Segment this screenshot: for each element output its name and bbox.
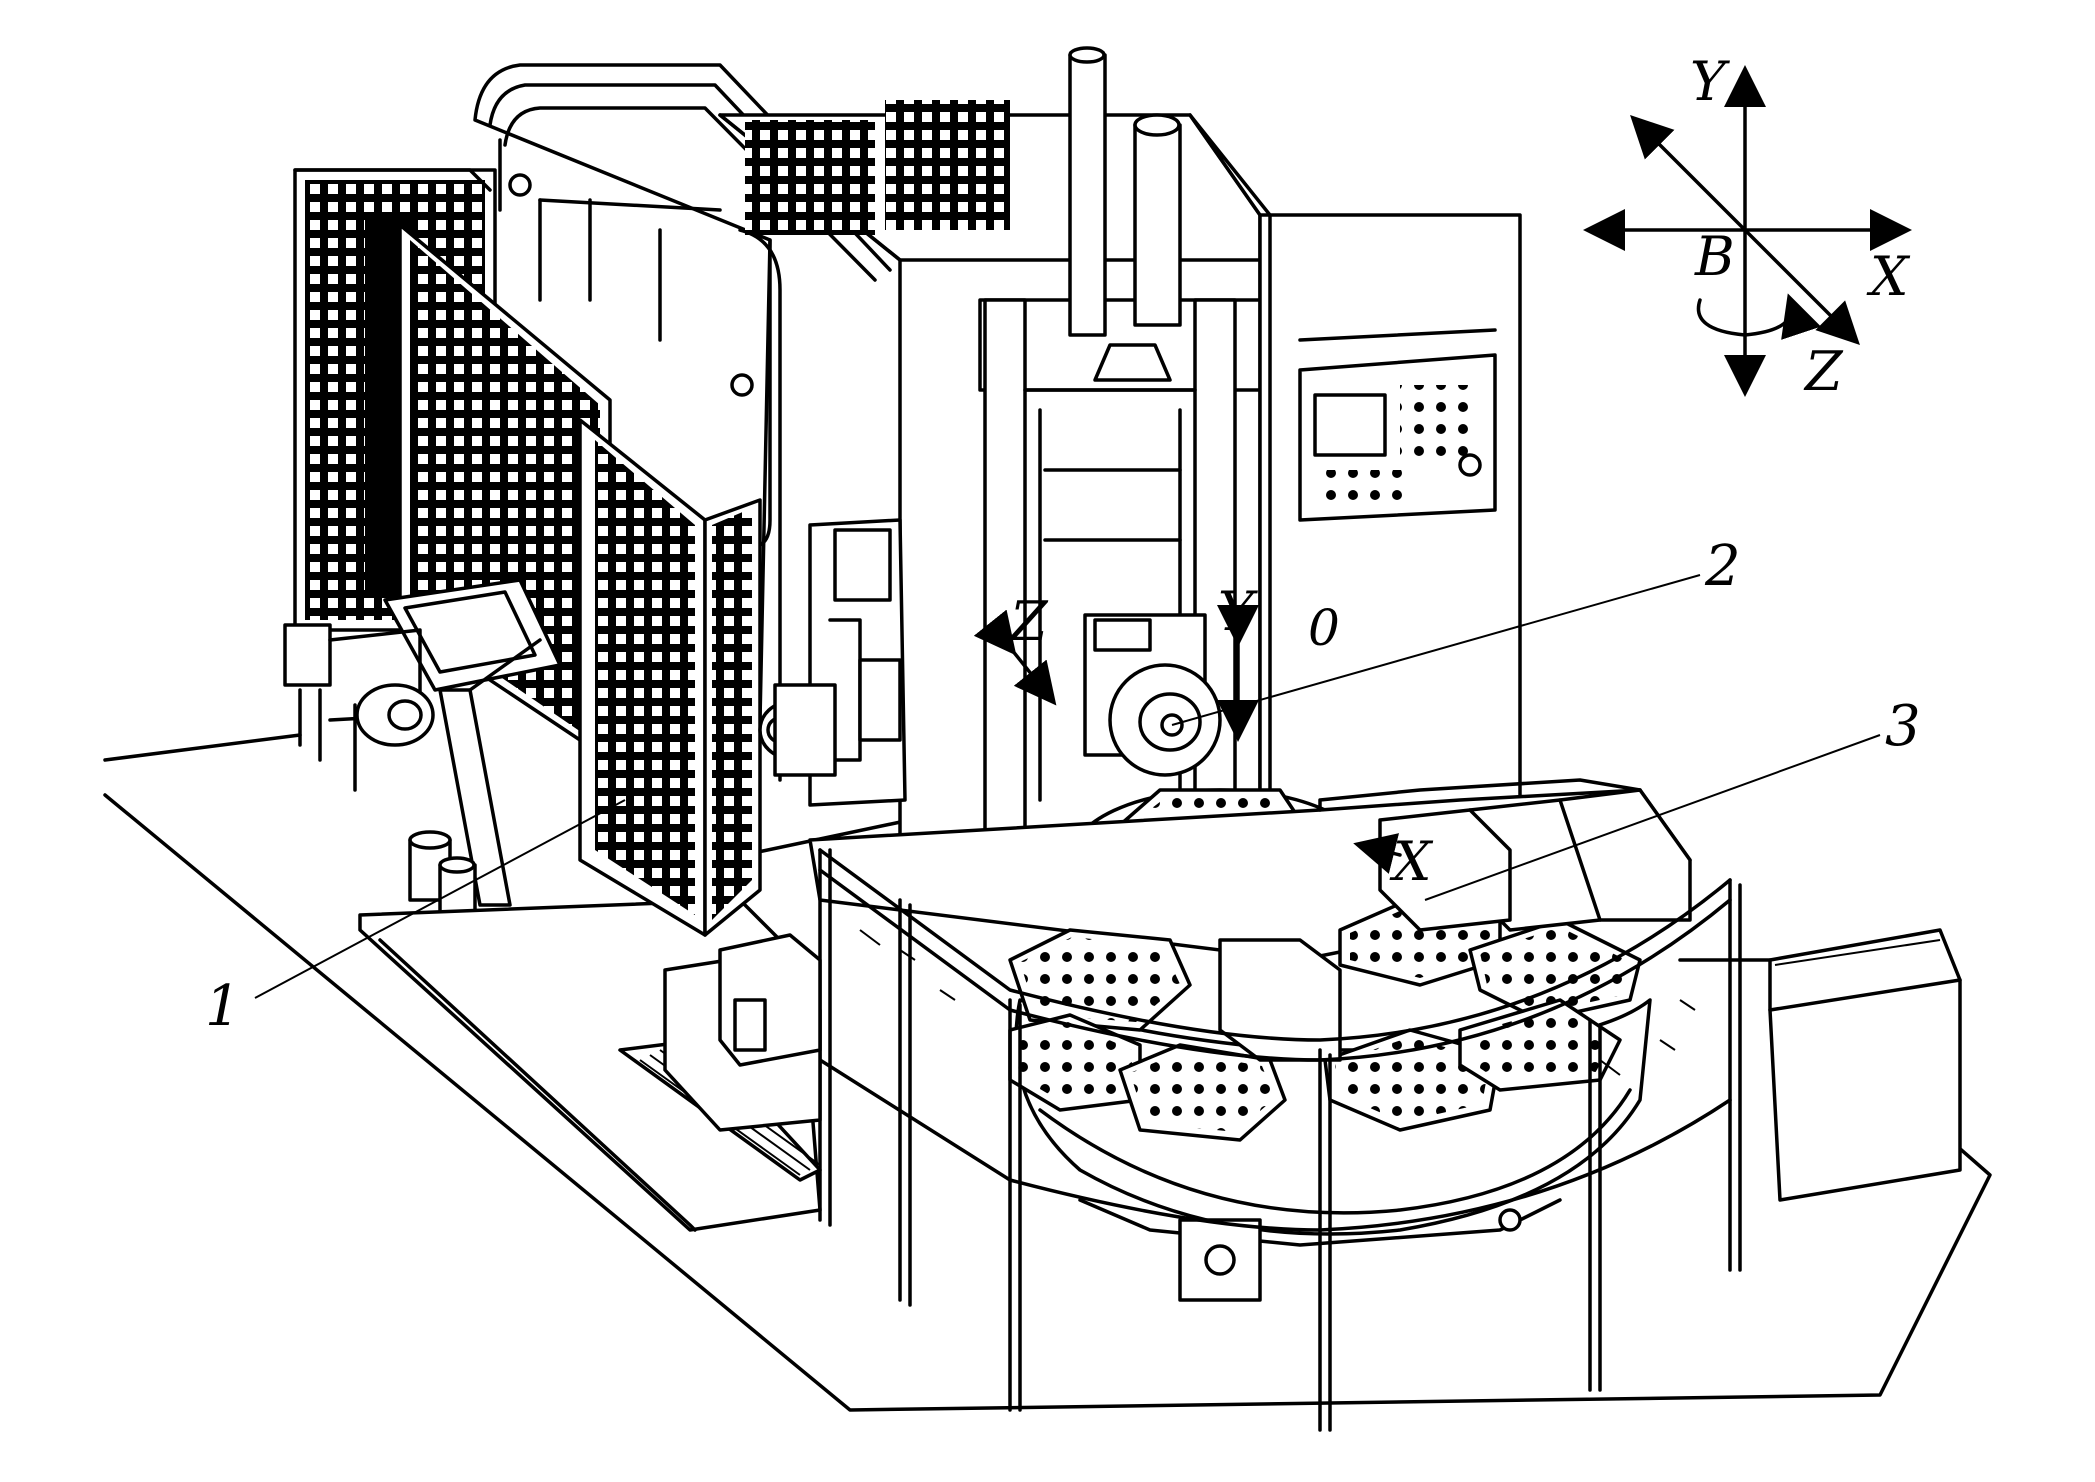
machine-x-label: X — [1389, 830, 1434, 893]
machine-motion-arrows — [973, 605, 1402, 874]
legend-b-label: B — [1694, 225, 1735, 288]
part-label-1: 1 — [205, 974, 241, 1039]
machine-o-label: 0 — [1308, 599, 1340, 657]
front-conveyor — [663, 933, 822, 1132]
legend-y-label: Y — [1690, 50, 1730, 113]
right-cart — [1678, 928, 1962, 1202]
pallet-storage-blocks — [1218, 788, 1692, 1062]
legend-z-label: Z — [1803, 340, 1844, 403]
machine-y-label: Y — [1218, 580, 1258, 643]
part-label-3: 3 — [1885, 694, 1921, 759]
machine-z-label: Z — [1008, 590, 1049, 653]
floor-outline — [103, 733, 1992, 1412]
part-label-2: 2 — [1704, 534, 1741, 599]
left-safety-guard — [293, 168, 612, 762]
sliding-door — [578, 418, 762, 937]
tool-changer — [758, 518, 907, 807]
axes-legend: Y X Z B — [1583, 50, 1912, 403]
leader-lines — [254, 574, 1881, 999]
legend-x-label: X — [1866, 245, 1911, 308]
control-cabinet — [1188, 113, 1522, 862]
left-loading-table — [283, 578, 562, 942]
spindle-head — [1083, 613, 1222, 777]
